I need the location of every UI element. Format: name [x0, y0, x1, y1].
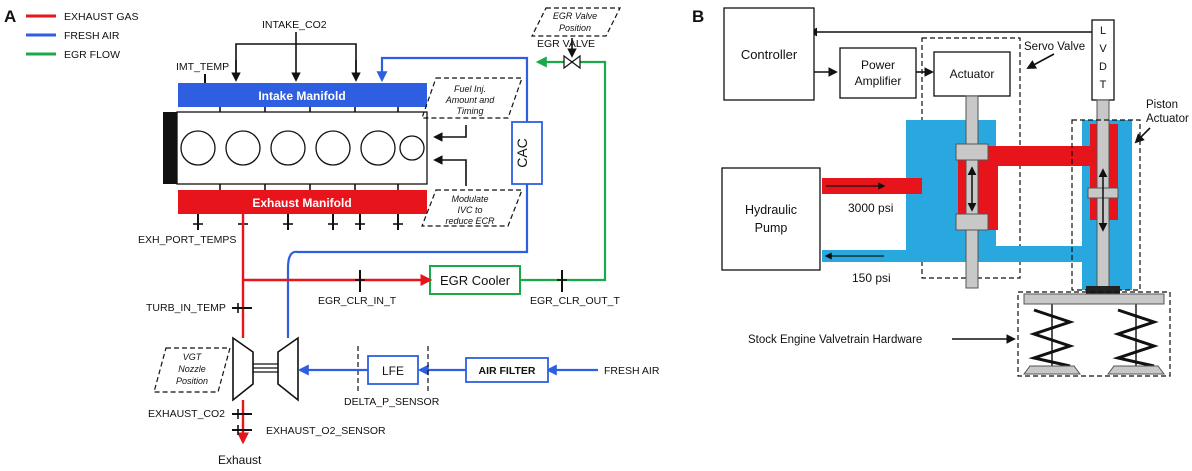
cylinder-2 [225, 130, 261, 166]
legend: EXHAUST GAS FRESH AIR EGR FLOW [26, 11, 139, 61]
exhaust-manifold-label: Exhaust Manifold [252, 196, 351, 210]
exhaust-port-temp-probes [193, 214, 403, 230]
power-amplifier-line-1: Power [861, 58, 895, 72]
intake-co2-sensor: INTAKE_CO2 [231, 19, 361, 82]
lvdt-d: D [1099, 61, 1107, 73]
servo-valve-label: Servo Valve [1024, 41, 1085, 53]
panel-b-letter: B [692, 7, 704, 26]
air-filter-label: AIR FILTER [479, 365, 536, 377]
exhaust-co2-label: EXHAUST_CO2 [148, 408, 225, 420]
lfe-label: LFE [382, 364, 404, 378]
legend-egr-flow: EGR FLOW [64, 49, 120, 61]
hydraulic-pump-line-2: Pump [755, 221, 788, 235]
lvdt-t: T [1100, 79, 1107, 91]
pressure-low-label: 150 psi [852, 271, 891, 285]
panel-a: A EXHAUST GAS FRESH AIR EGR FLOW INTAKE_… [4, 7, 660, 467]
exhaust-o2-sensor-label: EXHAUST_O2_SENSOR [266, 425, 386, 437]
valve-spring-right [1107, 304, 1165, 375]
legend-fresh-air: FRESH AIR [64, 30, 120, 42]
cylinder-4 [315, 130, 351, 166]
valve-bridge [1023, 293, 1165, 305]
turbocharger [232, 336, 299, 402]
cylinder-5 [360, 130, 396, 166]
fresh-air-compressor-to-cac [286, 184, 529, 338]
power-amplifier-box [839, 47, 917, 99]
lvdt-l: L [1100, 25, 1106, 37]
fresh-air-inlet-label: FRESH AIR [604, 365, 660, 377]
egr-cooler-label: EGR Cooler [440, 273, 511, 288]
hydraulic-pump-line-1: Hydraulic [745, 203, 797, 217]
intake-co2-label: INTAKE_CO2 [262, 19, 327, 31]
modulate-ivc-line-1: Modulate [451, 194, 488, 204]
modulate-ivc-line-2: IVC to [457, 205, 482, 215]
controller-label: Controller [741, 47, 798, 62]
actuator-label: Actuator [950, 67, 995, 81]
controller-box [723, 7, 815, 101]
modulate-ivc-line-3: reduce ECR [445, 216, 495, 226]
hydraulic-pump-box [721, 167, 821, 271]
compressor [277, 336, 299, 402]
exhaust-outlet-label: Exhaust [218, 453, 262, 467]
lfe-box [367, 355, 419, 385]
vgt-line-2: Nozzle [178, 364, 206, 374]
egr-valve-position-line-1: EGR Valve [553, 11, 597, 21]
cylinder-3 [270, 130, 306, 166]
turb-in-temp-label: TURB_IN_TEMP [146, 302, 226, 314]
intake-manifold [178, 83, 427, 107]
power-amplifier-line-2: Amplifier [855, 74, 902, 88]
vgt-line-1: VGT [183, 352, 203, 362]
egr-valve-label: EGR VALVE [537, 38, 595, 50]
legend-exhaust-gas: EXHAUST GAS [64, 11, 139, 23]
piston-actuator-line-1: Piston [1146, 99, 1178, 111]
intake-manifold-label: Intake Manifold [258, 89, 345, 103]
egr-clr-in-t-label: EGR_CLR_IN_T [318, 295, 397, 307]
cylinder-6 [399, 135, 425, 161]
vgt-line-3: Position [176, 376, 208, 386]
panel-b: B Controller Power Amplifier Servo Valve [692, 7, 1189, 377]
exhaust-manifold [178, 190, 427, 214]
egr-valve-position-line-2: Position [559, 23, 591, 33]
cylinder-1 [180, 130, 216, 166]
lvdt-v: V [1099, 43, 1107, 55]
piston-actuator-line-2: Actuator [1146, 113, 1189, 125]
egr-valve-symbol-left [563, 54, 573, 70]
modulate-ivc-box [421, 189, 523, 227]
valve-spring-left [1023, 304, 1081, 375]
egr-cooler-box [429, 265, 521, 295]
fuel-inj-line-2: Amount and [445, 95, 496, 105]
egr-valve-symbol-right [571, 54, 581, 70]
valvetrain-label: Stock Engine Valvetrain Hardware [748, 334, 922, 346]
fuel-inj-box [421, 77, 523, 119]
vgt-nozzle-box [153, 347, 231, 393]
imt-temp-label: IMT_TEMP [176, 61, 229, 73]
turbine [232, 336, 254, 402]
fresh-air-cac-to-intake [376, 56, 529, 122]
valvetrain-region [1017, 291, 1171, 377]
fuel-inj-line-3: Timing [457, 106, 484, 116]
egr-clr-out-t-label: EGR_CLR_OUT_T [530, 295, 620, 307]
delta-p-sensor-label: DELTA_P_SENSOR [344, 396, 440, 408]
engine-block [163, 107, 428, 190]
exh-port-temps-label: EXH_PORT_TEMPS [138, 234, 236, 246]
pressure-high-label: 3000 psi [848, 201, 893, 215]
egr-valve-position-box [531, 7, 621, 37]
panel-a-letter: A [4, 7, 16, 26]
fuel-inj-line-1: Fuel Inj. [454, 84, 486, 94]
cac-label: CAC [514, 138, 530, 168]
